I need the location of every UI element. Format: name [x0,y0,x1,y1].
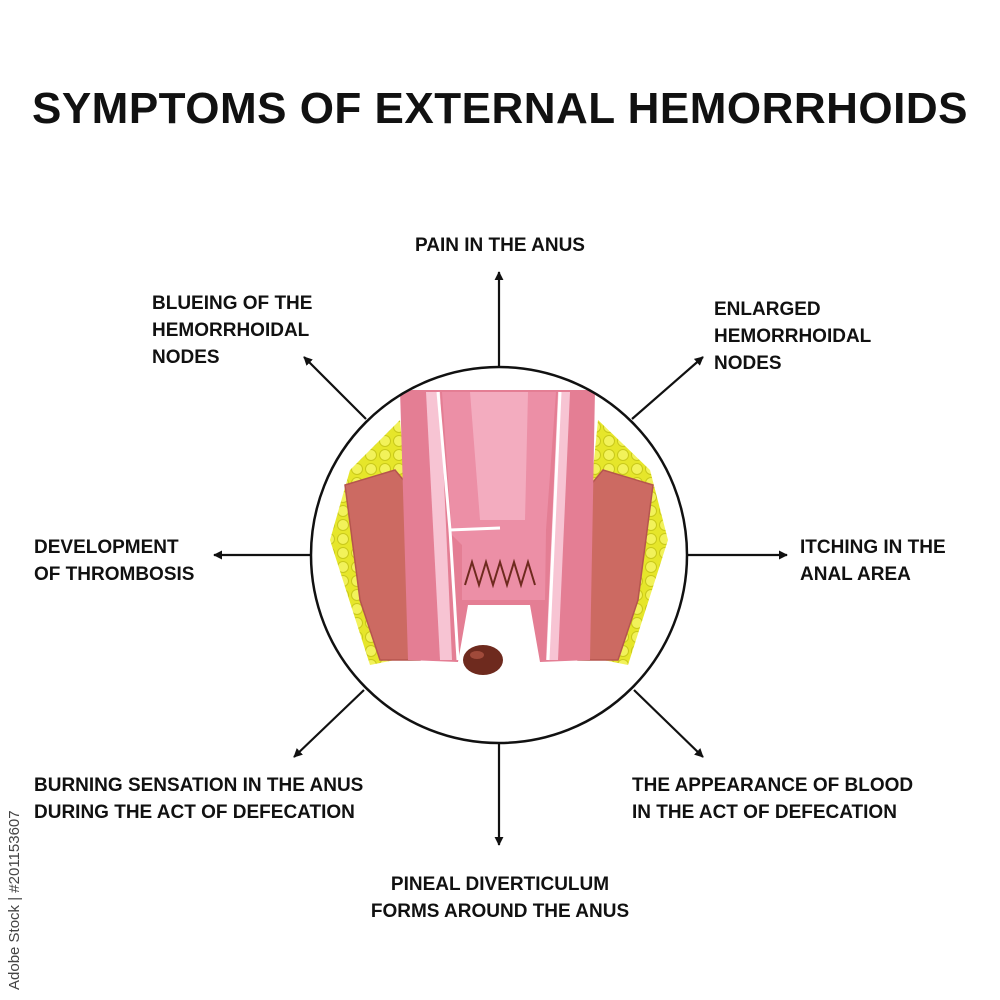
label-pain-in-anus: PAIN IN THE ANUS [415,235,585,256]
stock-credit: Adobe Stock | #201153607 [6,810,23,990]
arrow-top-right [631,356,704,420]
diagram-title: SYMPTOMS OF EXTERNAL HEMORRHOIDS [31,84,968,133]
label-enlarged-nodes: ENLARGED HEMORRHOIDAL NODES [714,299,872,374]
label-pineal-diverticulum: PINEAL DIVERTICULUM FORMS AROUND THE ANU… [370,874,630,922]
label-itching: ITCHING IN THE ANAL AREA [800,537,946,585]
label-burning-sensation: BURNING SENSATION IN THE ANUS DURING THE… [34,775,364,823]
label-thrombosis: DEVELOPMENT OF THROMBOSIS [34,537,195,585]
arrow-bottom-left [293,689,365,758]
anal-canal-illustration [311,367,687,743]
dentate-line [464,558,536,589]
label-blood-appearance: THE APPEARANCE OF BLOOD IN THE ACT OF DE… [632,775,914,823]
illustration-circle [309,365,689,745]
arrow-top-left [303,356,367,420]
arrow-bottom-right [633,689,704,758]
label-blueing-nodes: BLUEING OF THE HEMORRHOIDAL NODES [152,293,313,368]
hemorrhoidal-node [463,645,503,675]
arrows [213,271,788,846]
